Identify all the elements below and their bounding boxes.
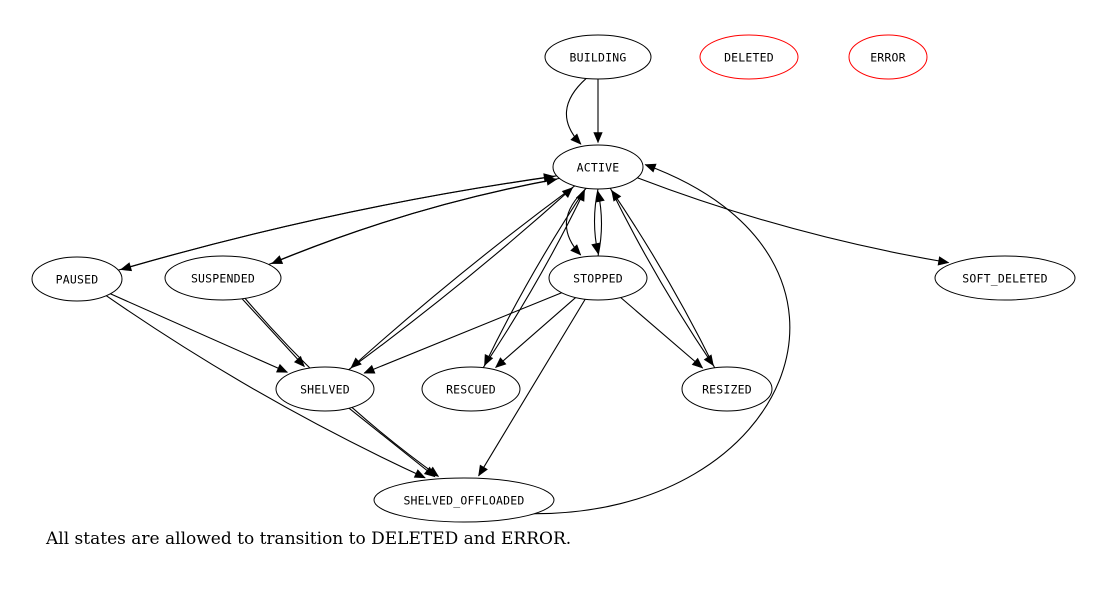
state-node-label: SOFT_DELETED	[962, 272, 1047, 286]
edge-active-to-shelved	[350, 185, 576, 369]
edge-resized-to-active	[611, 189, 716, 369]
state-node-shelved_offloaded[interactable]: SHELVED_OFFLOADED	[373, 477, 555, 523]
edge-paused-to-shelved_offloaded	[105, 295, 426, 479]
state-node-outline	[681, 366, 773, 412]
state-node-outline	[373, 477, 555, 523]
edge-stopped-to-shelved	[363, 292, 562, 374]
state-node-stopped[interactable]: STOPPED	[548, 255, 648, 301]
state-node-deleted[interactable]: DELETED	[699, 34, 799, 80]
edge-active-to-soft_deleted	[637, 177, 950, 266]
edge-suspended-to-active	[268, 176, 558, 265]
state-node-active[interactable]: ACTIVE	[552, 144, 644, 190]
state-node-label: SHELVED_OFFLOADED	[403, 494, 524, 508]
diagram-caption: All states are allowed to transition to …	[45, 529, 571, 549]
state-node-outline	[421, 366, 521, 412]
state-node-soft_deleted[interactable]: SOFT_DELETED	[934, 255, 1076, 301]
state-node-label: SUSPENDED	[191, 272, 255, 286]
state-node-label: ERROR	[870, 51, 906, 65]
edge-stopped-to-resized	[620, 297, 704, 369]
state-node-resized[interactable]: RESIZED	[681, 366, 773, 412]
edge-active-to-stopped	[591, 188, 601, 255]
edge-stopped-to-shelved_offloaded	[478, 298, 586, 477]
state-node-outline	[699, 34, 799, 80]
state-node-rescued[interactable]: RESCUED	[421, 366, 521, 412]
state-node-shelved[interactable]: SHELVED	[275, 366, 375, 412]
state-node-suspended[interactable]: SUSPENDED	[164, 255, 282, 301]
edge-active-to-resized	[609, 187, 714, 367]
edge-paused-to-shelved	[110, 293, 289, 373]
state-node-paused[interactable]: PAUSED	[31, 256, 123, 302]
edge-active-to-paused	[120, 175, 557, 272]
edge-rescued-to-active	[482, 189, 586, 368]
state-node-label: ACTIVE	[577, 161, 620, 175]
edge-shelved-to-active	[348, 187, 574, 371]
state-node-outline	[548, 255, 648, 301]
state-node-label: RESCUED	[446, 383, 496, 397]
edge-building-to-active	[565, 78, 587, 145]
state-node-outline	[31, 256, 123, 302]
state-node-outline	[934, 255, 1076, 301]
state-node-outline	[544, 34, 652, 80]
state-node-label: DELETED	[724, 51, 774, 65]
state-node-label: BUILDING	[570, 51, 627, 65]
state-node-outline	[848, 34, 928, 80]
state-node-building[interactable]: BUILDING	[544, 34, 652, 80]
state-node-label: PAUSED	[56, 273, 99, 287]
edge-shelved-to-shelved_offloaded	[348, 407, 436, 478]
state-node-label: SHELVED	[300, 383, 350, 397]
state-node-outline	[275, 366, 375, 412]
state-node-outline	[164, 255, 282, 301]
state-node-error[interactable]: ERROR	[848, 34, 928, 80]
edge-stopped-to-active	[595, 190, 605, 257]
edge-paused-to-active	[118, 173, 555, 271]
edge-shelved_offloaded-to-active	[528, 163, 791, 515]
state-node-label: RESIZED	[702, 383, 752, 397]
state-node-label: STOPPED	[573, 272, 623, 286]
edge-active-to-suspended	[271, 177, 560, 265]
edge-layer	[105, 78, 950, 515]
node-layer: BUILDING DELETED ERROR ACTIVE PAUSED SUSPENDE…	[31, 34, 1076, 523]
edge-building-to-active	[593, 79, 603, 144]
edge-stopped-to-rescued	[495, 297, 576, 368]
state-node-outline	[552, 144, 644, 190]
